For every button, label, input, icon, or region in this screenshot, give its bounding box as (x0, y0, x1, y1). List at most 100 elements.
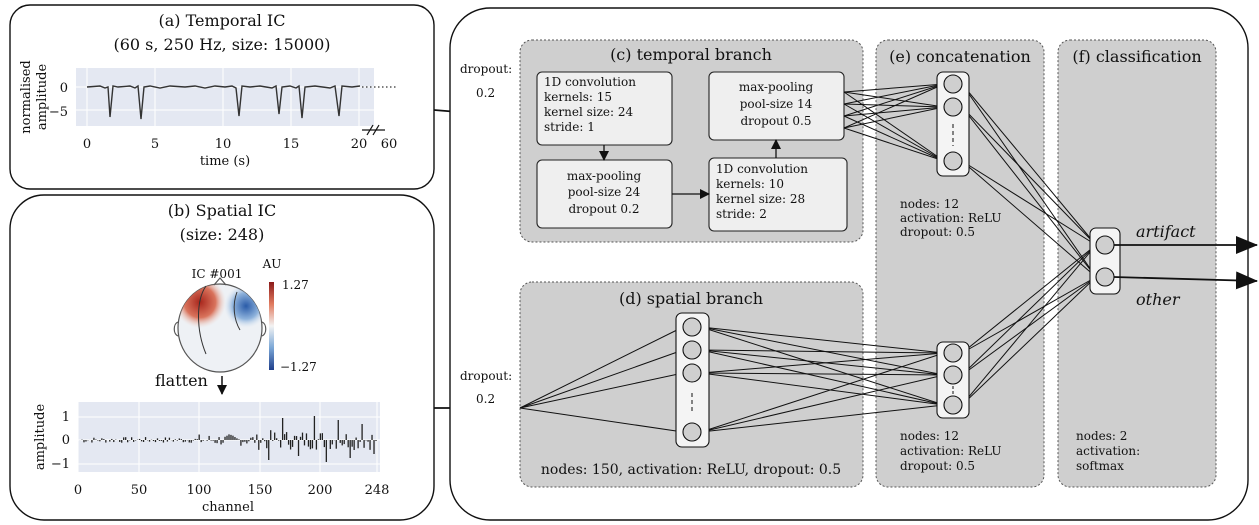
spatial-neuron (682, 363, 702, 383)
pool1-line1: max-pooling (567, 169, 642, 183)
conv2-line1: 1D convolution (716, 162, 808, 176)
dropout-top-value: 0.2 (476, 86, 495, 100)
concat-bottom-neuron-column (936, 341, 970, 419)
connection-line (843, 106, 945, 117)
concat-neuron (943, 395, 963, 415)
temporal-xtick-15: 15 (283, 137, 300, 152)
connection-line (700, 349, 945, 354)
spatial-ytick-1: 1 (62, 410, 70, 425)
connection-line (961, 276, 1097, 376)
connection-line (843, 106, 945, 129)
spatial-neuron (682, 422, 702, 442)
temporal-xtick-0: 0 (83, 137, 91, 152)
concatenation-title: (e) concatenation (889, 47, 1031, 66)
temporal-xtick-5: 5 (151, 137, 159, 152)
colorbar-min: −1.27 (280, 360, 317, 374)
conv2-line3: kernel size: 28 (716, 192, 805, 206)
connection-line (519, 349, 684, 409)
dropout-bottom-label: dropout: (460, 369, 512, 383)
spatial-neuron (682, 340, 702, 360)
spatial-xtick-100: 100 (187, 483, 212, 498)
spatial-neuron (682, 317, 702, 337)
classification-activation: activation: (1076, 444, 1140, 458)
concat-bottom-dropout: dropout: 0.5 (900, 459, 975, 473)
panel-spatial-ic: (b) Spatial IC (size: 248) IC #001 AU 1.… (9, 194, 435, 521)
connection-line (843, 83, 945, 93)
concat-top-neuron-column (936, 71, 970, 177)
spatial-ytick-minus1: −1 (51, 457, 70, 472)
connection-line (519, 372, 684, 409)
artifact-label: artifact (1136, 222, 1196, 241)
concat-neuron (943, 97, 963, 117)
spatial-ytick-0: 0 (62, 433, 70, 448)
connection-line (961, 276, 1097, 406)
spatial-ic-title: (b) Spatial IC (168, 201, 276, 220)
connection-line (700, 352, 945, 433)
concat-neuron (943, 343, 963, 363)
connection-line (843, 103, 945, 162)
spatial-bars (79, 416, 377, 462)
temporal-ic-title: (a) Temporal IC (158, 11, 285, 30)
temporal-ytick-minus5: −5 (49, 105, 68, 120)
classification-title: (f) classification (1072, 47, 1201, 66)
pool2-line3: dropout 0.5 (741, 114, 812, 128)
concat-bottom-nodes: nodes: 12 (900, 429, 959, 443)
connection-line (700, 374, 945, 433)
output-neuron-column (1089, 227, 1121, 295)
spatial-branch-title: (d) spatial branch (619, 289, 763, 308)
connection-line (519, 407, 684, 433)
temporal-xtick-20: 20 (351, 137, 368, 152)
temporal-branch-title: (c) temporal branch (610, 45, 772, 64)
layer-connections (519, 83, 1097, 433)
panel-temporal-ic: (a) Temporal IC (60 s, 250 Hz, size: 150… (9, 4, 435, 190)
connection-line (961, 106, 1097, 278)
dropout-top-label: dropout: (460, 62, 512, 76)
connection-line (961, 83, 1097, 278)
spatial-xlabel: channel (202, 500, 254, 515)
concat-top-dropout: dropout: 0.5 (900, 225, 975, 239)
connection-line (843, 83, 945, 129)
output-neuron-artifact (1095, 235, 1115, 255)
connection-line (700, 349, 945, 406)
flatten-label: flatten (155, 371, 208, 390)
connection-line (700, 404, 945, 433)
spatial-xtick-150: 150 (248, 483, 273, 498)
conv2-line2: kernels: 10 (716, 177, 784, 191)
conv1-line2: kernels: 15 (544, 90, 612, 104)
connection-line (961, 106, 1097, 246)
classification-softmax: softmax (1076, 459, 1124, 473)
temporal-xtick-10: 10 (215, 137, 232, 152)
connection-line (961, 160, 1097, 246)
other-label: other (1136, 290, 1181, 309)
concat-neuron (943, 151, 963, 171)
pool2-line2: pool-size 14 (740, 97, 813, 111)
concat-bottom-activation: activation: ReLU (900, 444, 1002, 458)
spatial-xtick-248: 248 (365, 483, 390, 498)
temporal-branch: (c) temporal branch 1D convolution kerne… (519, 39, 864, 243)
connection-line (961, 83, 1097, 246)
colorbar (269, 282, 274, 370)
concat-top-activation: activation: ReLU (900, 211, 1002, 225)
connection-line (843, 83, 945, 105)
temporal-xlabel: time (s) (200, 154, 250, 169)
axis-break-icon (362, 124, 385, 136)
other-output-arrow (1113, 271, 1258, 290)
connection-line (961, 244, 1097, 406)
topomap-label: IC #001 (192, 267, 243, 281)
connection-line (961, 160, 1097, 278)
connection-line (843, 91, 945, 162)
connection-line (843, 115, 945, 162)
concat-neuron (943, 74, 963, 94)
concat-neuron (943, 365, 963, 385)
dropout-bottom-value: 0.2 (476, 392, 495, 406)
temporal-ylabel-line2: amplitude (35, 64, 50, 131)
spatial-xtick-200: 200 (308, 483, 333, 498)
colorbar-unit: AU (262, 257, 282, 271)
connection-line (700, 372, 945, 406)
connection-line (700, 326, 945, 354)
spatial-branch-info: nodes: 150, activation: ReLU, dropout: 0… (541, 462, 841, 478)
conv1-line1: 1D convolution (544, 75, 636, 89)
connection-line (700, 326, 945, 406)
connection-line (700, 352, 945, 374)
pool1-line3: dropout 0.2 (569, 202, 640, 216)
